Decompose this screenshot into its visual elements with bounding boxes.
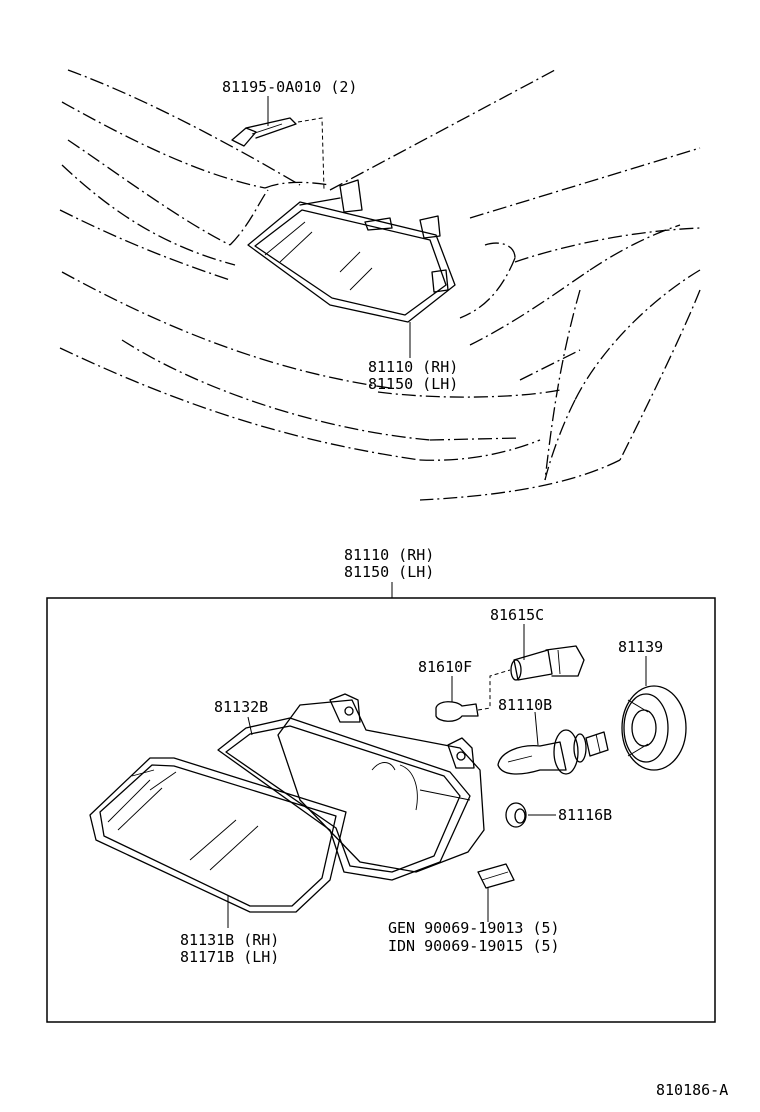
label-lens-lh: 81171B (LH) — [180, 948, 279, 966]
gasket — [217, 716, 471, 881]
grommet — [505, 802, 556, 828]
clip-bolt — [231, 96, 325, 191]
label-top-lamp-lh: 81150 (LH) — [368, 375, 458, 393]
label-lens-rh: 81131B (RH) — [180, 931, 279, 949]
label-wedge-bulb: 81610F — [418, 658, 472, 676]
assembly-frame — [46, 597, 716, 1023]
vehicle-body-outline — [59, 69, 701, 501]
bulb-cover — [621, 656, 687, 771]
bulb-socket — [510, 624, 585, 681]
label-clip-bolt: 81195-0A010 (2) — [222, 78, 357, 96]
retaining-clip — [477, 863, 515, 922]
label-socket: 81615C — [490, 606, 544, 624]
label-gasket: 81132B — [214, 698, 268, 716]
halogen-bulb — [497, 711, 609, 775]
label-cover: 81139 — [618, 638, 663, 656]
label-assembly-lh: 81150 (LH) — [344, 563, 434, 581]
label-top-lamp-rh: 81110 (RH) — [368, 358, 458, 376]
label-halogen-bulb: 81110B — [498, 696, 552, 714]
label-clip-idn: IDN 90069-19015 (5) — [388, 937, 560, 955]
headlamp-lens — [89, 757, 347, 913]
label-grommet: 81116B — [558, 806, 612, 824]
label-assembly-rh: 81110 (RH) — [344, 546, 434, 564]
wedge-bulb — [435, 669, 511, 722]
installed-headlamp — [247, 179, 456, 323]
label-clip-gen: GEN 90069-19013 (5) — [388, 919, 560, 937]
diagram-code: 810186-A — [656, 1081, 728, 1099]
headlamp-housing — [277, 693, 485, 873]
